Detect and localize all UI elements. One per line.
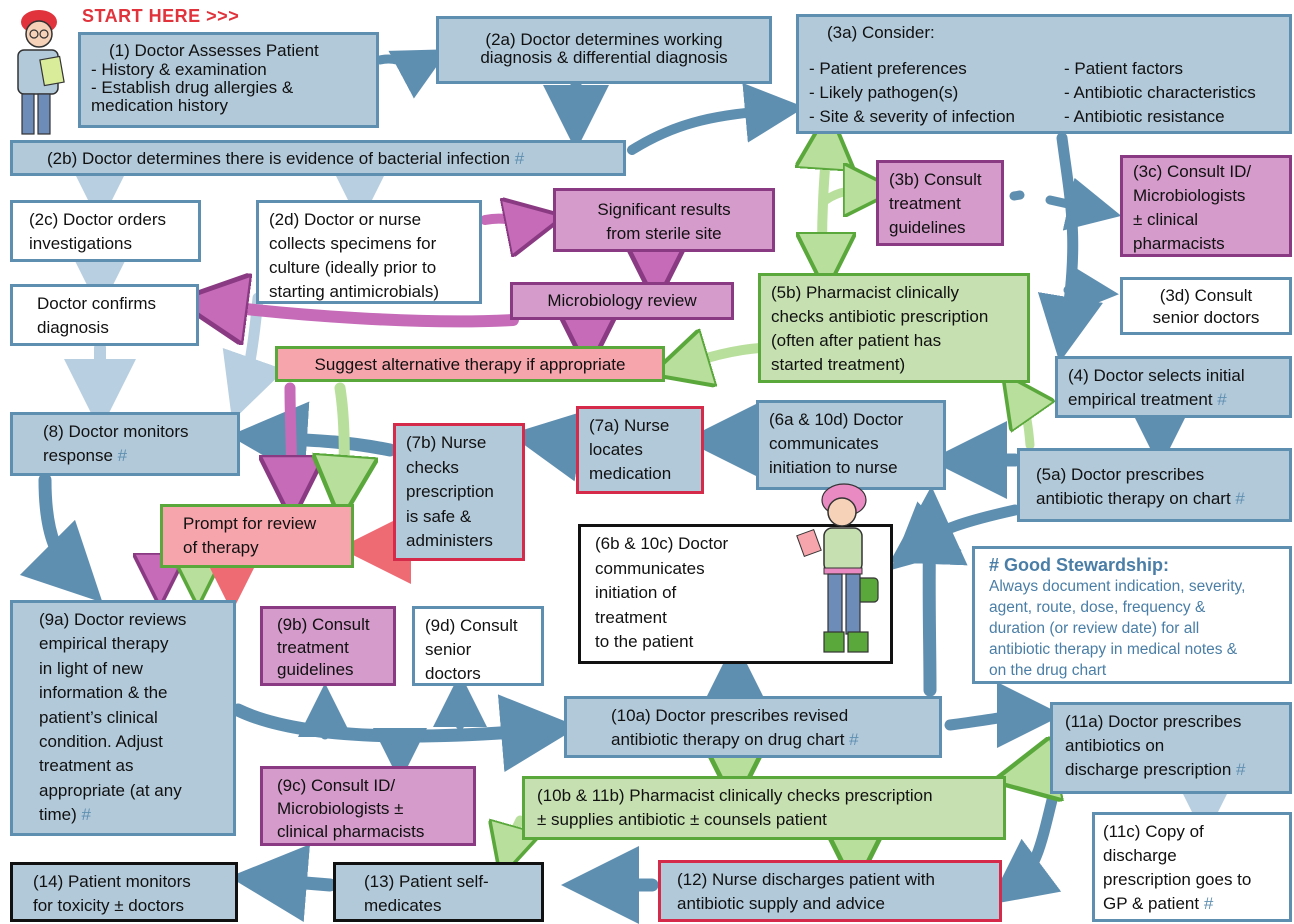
box-5b-pharmacist-checks: (5b) Pharmacist clinically checks antibi… — [758, 273, 1030, 383]
box-2b-bacterial-infection: (2b) Doctor determines there is evidence… — [10, 140, 626, 176]
box-11a-text: (11a) Doctor prescribes antibiotics on d… — [1065, 712, 1242, 779]
box-12-nurse-discharges: (12) Nurse discharges patient with antib… — [658, 860, 1002, 922]
box-10b-pharmacist-supplies: (10b & 11b) Pharmacist clinically checks… — [522, 776, 1006, 840]
box-good-stewardship: # Good Stewardship: Always document indi… — [972, 546, 1292, 684]
box-13-self-medicates: (13) Patient self- medicates — [333, 862, 544, 922]
box-5b-text: (5b) Pharmacist clinically checks antibi… — [771, 283, 989, 374]
box-significant-results: Significant results from sterile site — [553, 188, 775, 252]
box-2b-text: (2b) Doctor determines there is evidence… — [47, 149, 511, 168]
box-prompt-text: Prompt for review of therapy — [183, 514, 317, 557]
box-5a-hash: # — [1235, 489, 1245, 508]
box-9b-text: (9b) Consult treatment guidelines — [277, 615, 370, 679]
box-3c-text: (3c) Consult ID/ Microbiologists ± clini… — [1133, 162, 1252, 253]
box-9d-senior-doctors: (9d) Consult senior doctors — [412, 606, 544, 686]
box-13-text: (13) Patient self- medicates — [364, 872, 489, 915]
box-3b-treatment-guidelines: (3b) Consult treatment guidelines — [876, 160, 1004, 246]
box-9a-hash: # — [81, 805, 91, 825]
box-4-hash: # — [1217, 390, 1227, 409]
box-14-text: (14) Patient monitors for toxicity ± doc… — [33, 872, 191, 915]
box-7b-text: (7b) Nurse checks prescription is safe &… — [406, 433, 494, 550]
box-12-text: (12) Nurse discharges patient with antib… — [677, 870, 935, 913]
box-2a-text: (2a) Doctor determines working diagnosis… — [480, 30, 728, 67]
box-4-text: (4) Doctor selects initial empirical tre… — [1068, 366, 1245, 409]
box-microbiology-review: Microbiology review — [510, 282, 734, 320]
start-here-label: START HERE >>> — [82, 6, 240, 26]
box-5a-prescribes-chart: (5a) Doctor prescribes antibiotic therap… — [1017, 448, 1292, 522]
box-2a-working-diagnosis: (2a) Doctor determines working diagnosis… — [436, 16, 772, 84]
box-significant-results-text: Significant results from sterile site — [597, 200, 731, 243]
box-3c-consult-id: (3c) Consult ID/ Microbiologists ± clini… — [1120, 155, 1292, 257]
box-11c-hash: # — [1203, 894, 1214, 913]
box-confirms-text: Doctor confirms diagnosis — [37, 294, 157, 337]
box-3b-text: (3b) Consult treatment guidelines — [889, 170, 982, 237]
box-1-lines: - History & examination - Establish drug… — [91, 60, 294, 115]
box-11c-copy-to-gp: (11c) Copy of discharge prescription goe… — [1092, 812, 1292, 922]
box-8-text: (8) Doctor monitors response — [43, 422, 189, 465]
box-10a-revised-therapy: (10a) Doctor prescribes revised antibiot… — [564, 696, 942, 758]
box-suggest-alternative-therapy: Suggest alternative therapy if appropria… — [275, 346, 665, 382]
box-1-assess-patient: (1) Doctor Assesses Patient - History & … — [78, 32, 379, 128]
box-7a-nurse-locates: (7a) Nurse locates medication — [576, 406, 704, 494]
box-prompt-review: Prompt for review of therapy — [160, 504, 354, 568]
box-7a-text: (7a) Nurse locates medication — [589, 416, 672, 483]
box-3a-left: - Patient preferences - Likely pathogen(… — [809, 59, 1015, 126]
box-9c-text: (9c) Consult ID/ Microbiologists ± clini… — [277, 776, 425, 841]
box-3a-consider: (3a) Consider: - Patient preferences - L… — [796, 14, 1292, 134]
box-1-title: (1) Doctor Assesses Patient — [109, 41, 319, 60]
box-8-hash: # — [117, 446, 128, 465]
box-2c-text: (2c) Doctor orders investigations — [29, 210, 166, 253]
box-5a-text: (5a) Doctor prescribes antibiotic therap… — [1036, 465, 1231, 508]
box-6a-text: (6a & 10d) Doctor communicates initiatio… — [769, 410, 904, 477]
good-stewardship-title: # Good Stewardship: — [989, 555, 1170, 575]
box-14-patient-monitors: (14) Patient monitors for toxicity ± doc… — [10, 862, 238, 922]
box-3a-title: (3a) Consider: — [827, 23, 935, 42]
box-2d-collect-specimens: (2d) Doctor or nurse collects specimens … — [256, 200, 482, 304]
box-7b-nurse-administers: (7b) Nurse checks prescription is safe &… — [393, 423, 525, 561]
box-suggest-text: Suggest alternative therapy if appropria… — [314, 355, 626, 374]
box-11a-discharge-prescription: (11a) Doctor prescribes antibiotics on d… — [1050, 702, 1292, 794]
box-6b-text: (6b & 10c) Doctor communicates initiatio… — [595, 534, 729, 651]
doctor-illustration — [17, 10, 65, 135]
box-3a-right: - Patient factors - Antibiotic character… — [1064, 59, 1256, 126]
box-4-select-empirical: (4) Doctor selects initial empirical tre… — [1055, 356, 1292, 418]
box-9a-reviews-therapy: (9a) Doctor reviews empirical therapy in… — [10, 600, 236, 836]
box-9c-consult-id: (9c) Consult ID/ Microbiologists ± clini… — [260, 766, 476, 846]
box-8-monitors-response: (8) Doctor monitors response # — [10, 412, 240, 476]
box-11c-text: (11c) Copy of discharge prescription goe… — [1103, 822, 1252, 913]
box-2c-investigations: (2c) Doctor orders investigations — [10, 200, 201, 262]
box-3d-senior-doctors: (3d) Consult senior doctors — [1120, 277, 1292, 335]
box-microbiology-review-text: Microbiology review — [547, 291, 697, 310]
box-9b-treatment-guidelines: (9b) Consult treatment guidelines — [260, 606, 396, 686]
box-6a-communicates-nurse: (6a & 10d) Doctor communicates initiatio… — [756, 400, 946, 490]
box-10b-text: (10b & 11b) Pharmacist clinically checks… — [537, 786, 933, 829]
good-stewardship-body: Always document indication, severity, ag… — [989, 578, 1246, 679]
box-9d-text: (9d) Consult senior doctors — [425, 616, 518, 683]
box-2d-text: (2d) Doctor or nurse collects specimens … — [269, 210, 440, 301]
box-9a-text: (9a) Doctor reviews empirical therapy in… — [39, 610, 187, 825]
box-11a-hash: # — [1236, 760, 1246, 779]
box-3d-text: (3d) Consult senior doctors — [1152, 286, 1260, 327]
box-10a-hash: # — [849, 730, 859, 749]
box-doctor-confirms-diagnosis: Doctor confirms diagnosis — [10, 284, 199, 346]
box-2b-hash: # — [514, 149, 525, 168]
nurse-illustration — [796, 483, 879, 653]
box-10a-text: (10a) Doctor prescribes revised antibiot… — [611, 706, 849, 749]
